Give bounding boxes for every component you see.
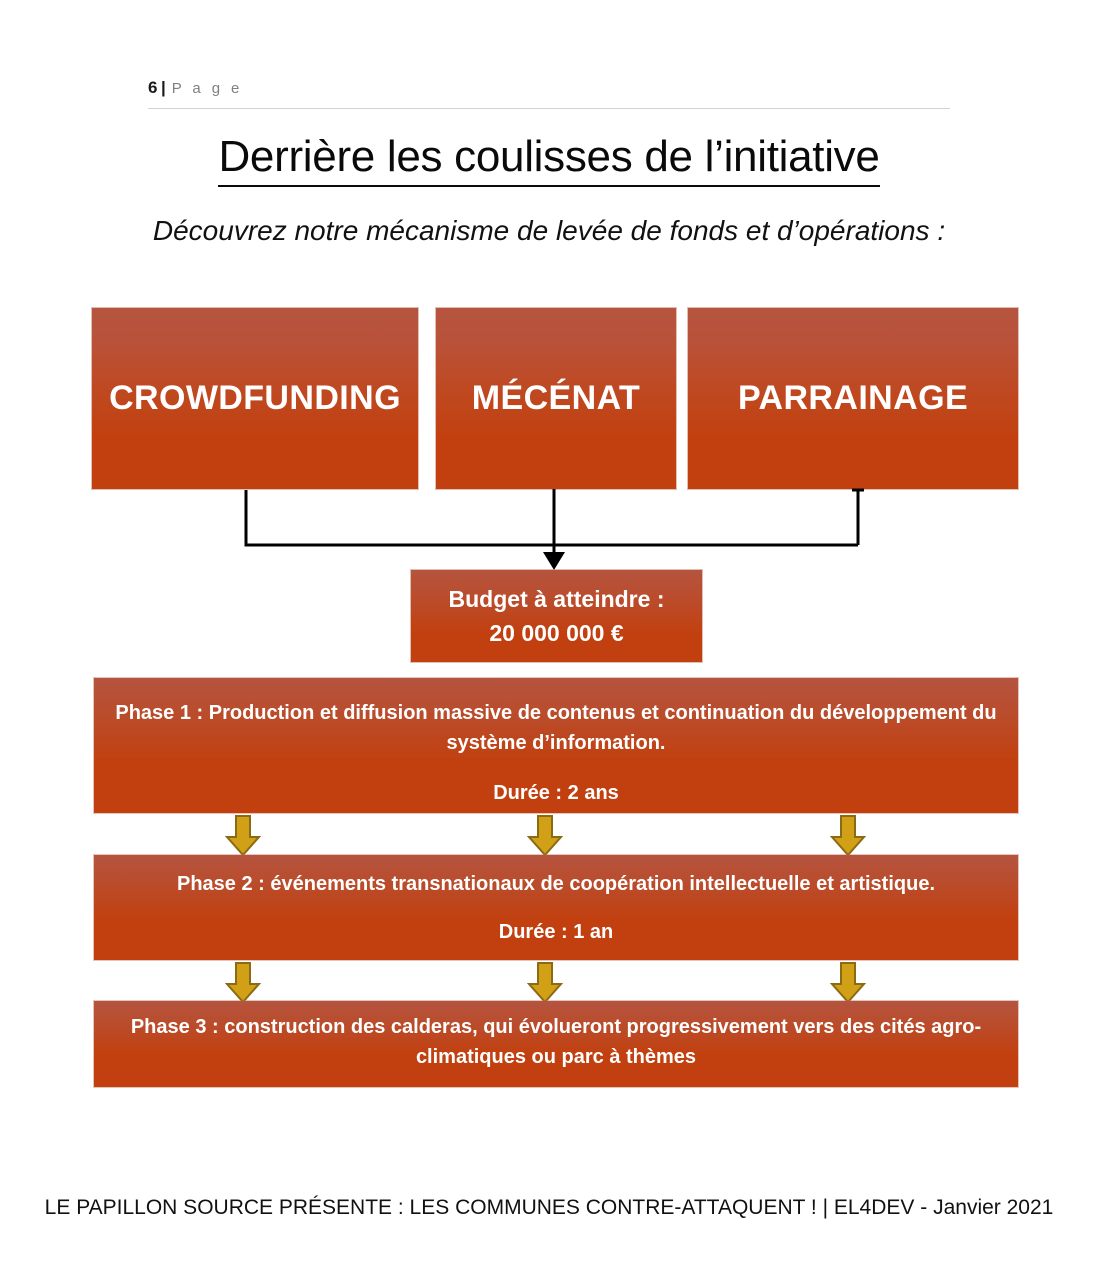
down-arrow-icon	[830, 962, 866, 1004]
funding-source-crowdfunding-label: CROWDFUNDING	[109, 379, 401, 417]
phase-2-duration: Durée : 1 an	[498, 921, 614, 943]
page-title-text: Derrière les coulisses de l’initiative	[218, 132, 880, 187]
funding-source-parrainage-label: PARRAINAGE	[737, 379, 969, 417]
page-header: 6 | P a g e	[148, 78, 950, 109]
budget-target-box: Budget à atteindre : 20 000 000 €	[411, 570, 702, 662]
phase-1-box: Phase 1 : Production et diffusion massiv…	[94, 678, 1018, 813]
phase-2-text: Phase 2 : événements transnationaux de c…	[177, 873, 935, 895]
budget-target-amount: 20 000 000 €	[489, 620, 624, 646]
page-label: P a g e	[171, 80, 243, 97]
down-arrow-icon	[527, 815, 563, 857]
funding-source-parrainage: PARRAINAGE	[688, 308, 1018, 489]
page-footer: LE PAPILLON SOURCE PRÉSENTE : LES COMMUN…	[44, 1196, 1054, 1219]
down-arrow-icon	[225, 962, 261, 1004]
page-title: Derrière les coulisses de l’initiative	[0, 132, 1098, 187]
funding-source-mecenat-label: MÉCÉNAT	[471, 379, 641, 417]
phase-2-box: Phase 2 : événements transnationaux de c…	[94, 855, 1018, 960]
phase-3-box: Phase 3 : construction des calderas, qui…	[94, 1001, 1018, 1087]
down-arrow-icon	[527, 962, 563, 1004]
page-subtitle: Découvrez notre mécanisme de levée de fo…	[152, 215, 946, 246]
phase-1-text: Phase 1 : Production et diffusion massiv…	[115, 702, 997, 754]
page-number-separator: |	[160, 78, 166, 97]
phase-1-duration: Durée : 2 ans	[493, 782, 619, 804]
funding-source-mecenat: MÉCÉNAT	[436, 308, 676, 489]
page-number: 6	[148, 78, 158, 97]
phase-3-text: Phase 3 : construction des calderas, qui…	[130, 1016, 982, 1068]
down-arrow-icon	[225, 815, 261, 857]
down-arrow-icon	[830, 815, 866, 857]
funding-source-crowdfunding: CROWDFUNDING	[92, 308, 418, 489]
budget-target-label: Budget à atteindre :	[448, 586, 665, 612]
